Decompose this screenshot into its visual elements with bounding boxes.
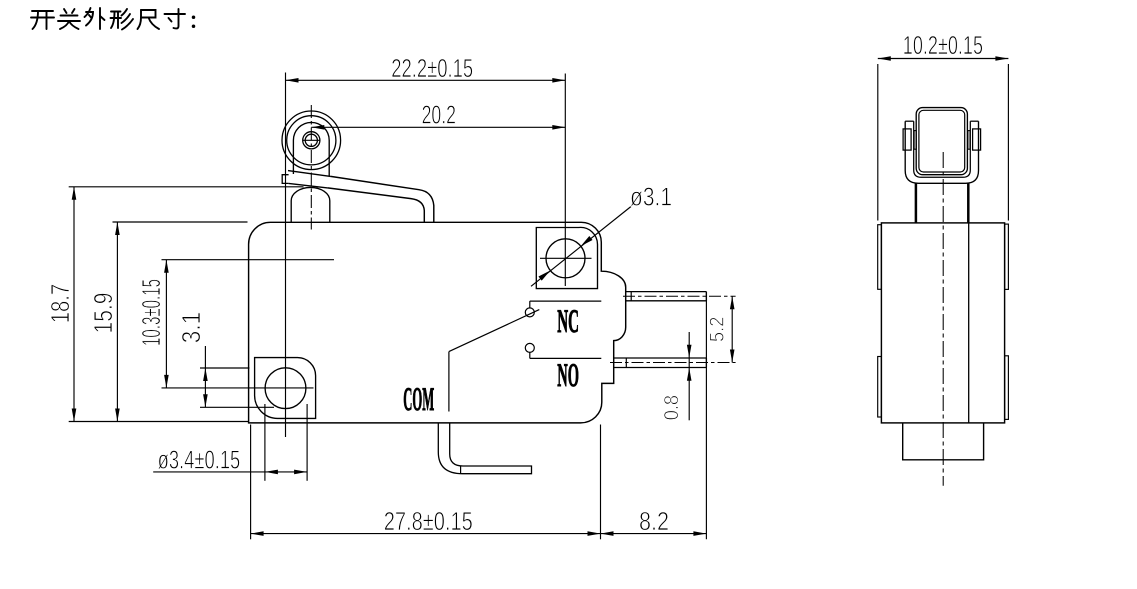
svg-text:0.8: 0.8	[661, 395, 683, 420]
svg-text:22.2±0.15: 22.2±0.15	[391, 53, 473, 83]
svg-text:3.1: 3.1	[176, 312, 206, 343]
svg-text:10.2±0.15: 10.2±0.15	[903, 30, 983, 60]
svg-text:5.2: 5.2	[706, 317, 728, 342]
svg-text:ø3.1: ø3.1	[630, 182, 672, 212]
svg-text:COM: COM	[403, 382, 434, 418]
svg-text:27.8±0.15: 27.8±0.15	[384, 506, 473, 536]
svg-text:NC: NC	[557, 304, 579, 340]
svg-text:15.9: 15.9	[88, 293, 118, 334]
svg-text:NO: NO	[557, 358, 579, 394]
svg-text:8.2: 8.2	[639, 506, 669, 536]
svg-text:20.2: 20.2	[422, 100, 456, 130]
svg-text:10.3±0.15: 10.3±0.15	[136, 279, 166, 346]
svg-text:18.7: 18.7	[45, 284, 75, 323]
svg-text:ø3.4±0.15: ø3.4±0.15	[158, 444, 241, 474]
